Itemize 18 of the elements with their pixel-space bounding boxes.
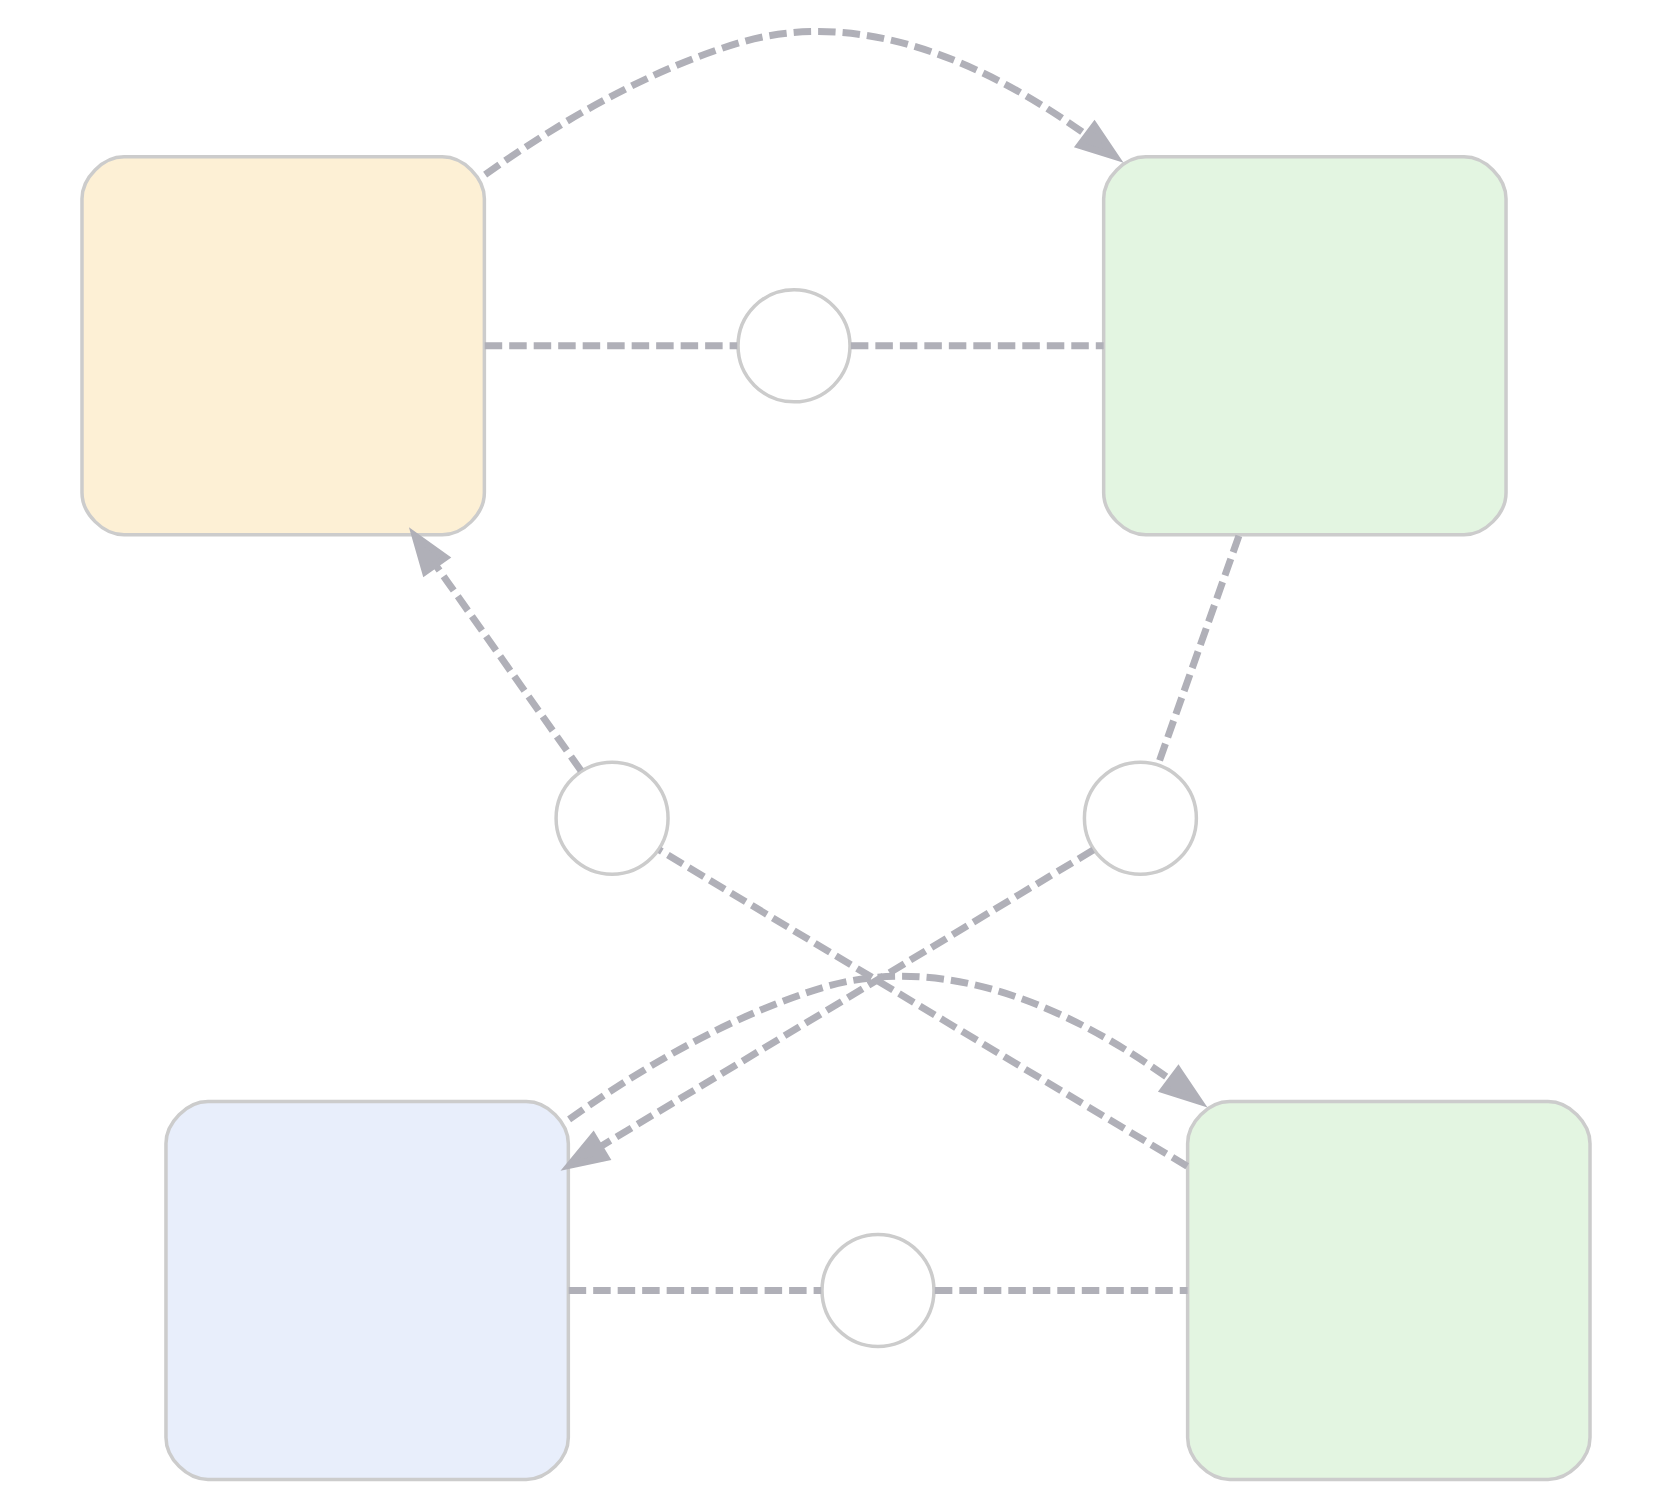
arrow bbox=[482, 28, 1123, 178]
connector bbox=[1153, 534, 1242, 766]
node-circle bbox=[819, 1232, 935, 1349]
connector bbox=[567, 1287, 821, 1294]
arrow bbox=[566, 973, 1207, 1123]
node-box bbox=[1184, 1099, 1591, 1482]
node-box bbox=[1100, 155, 1507, 537]
arrow bbox=[559, 847, 1094, 1171]
connector bbox=[483, 342, 737, 350]
arrow bbox=[407, 527, 583, 773]
node-circle bbox=[1081, 760, 1198, 876]
node-circle bbox=[735, 288, 851, 404]
node-box bbox=[163, 1099, 570, 1482]
node-box bbox=[79, 155, 486, 537]
connector bbox=[933, 1287, 1187, 1294]
connector bbox=[656, 847, 1188, 1170]
connector bbox=[849, 342, 1103, 350]
node-circle bbox=[553, 760, 669, 876]
